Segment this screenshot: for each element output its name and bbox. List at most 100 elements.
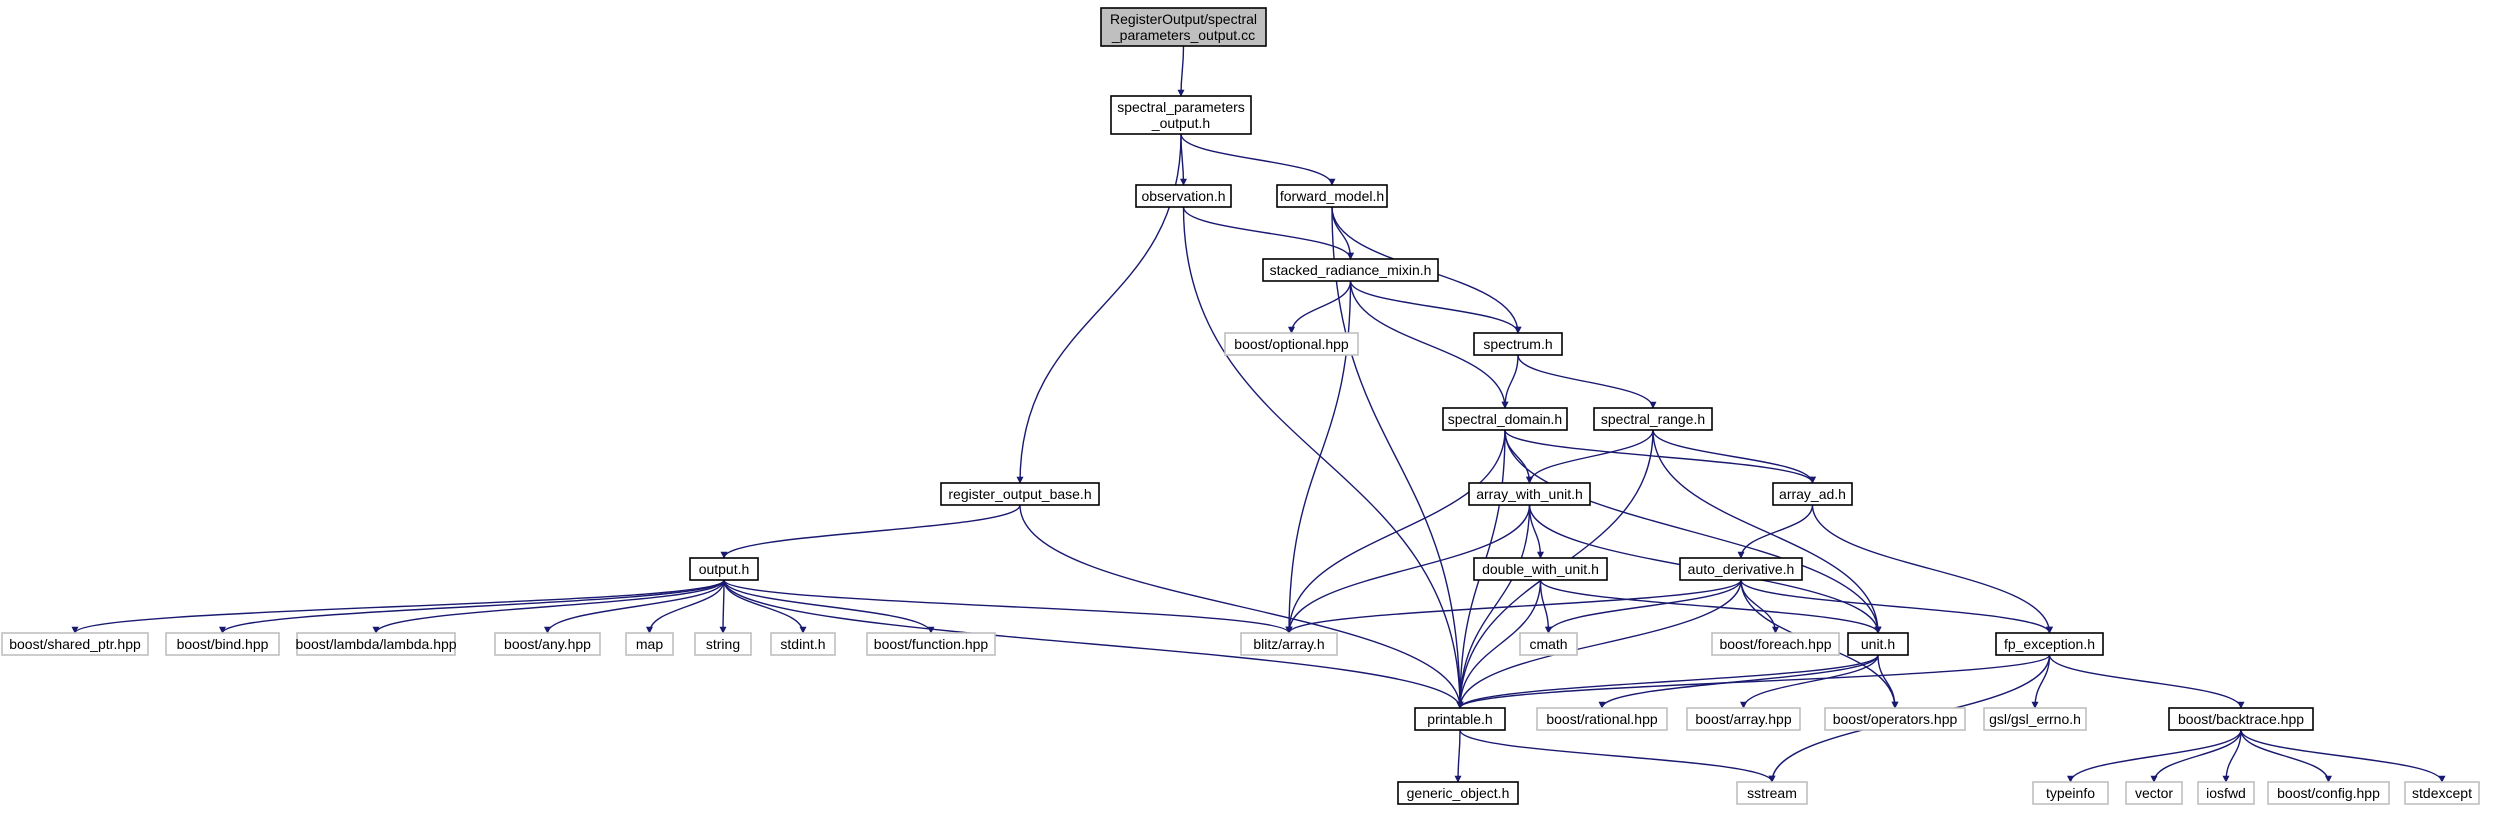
edge-boost_backtrace_hpp-to-stdexcept — [2240, 729, 2446, 783]
node-spectrum-h[interactable]: spectrum.h — [1473, 332, 1563, 356]
node-box — [1397, 781, 1519, 805]
edge-output_h-to-map — [646, 579, 725, 634]
edge — [1177, 45, 1185, 97]
node-spectral-domain-h[interactable]: spectral_domain.h — [1442, 407, 1568, 431]
edge — [1454, 729, 1462, 783]
edge-double_with_unit_h-to-printable_h — [1456, 579, 1542, 709]
node-double-with-unit-h[interactable]: double_with_unit.h — [1473, 557, 1608, 581]
edge-spectral_range_h-to-unit_h — [1652, 429, 1882, 634]
node-unit-h[interactable]: unit.h — [1847, 632, 1909, 656]
node-label: boost/function.hpp — [874, 636, 989, 652]
node-forward-model-h[interactable]: forward_model.h — [1276, 184, 1388, 208]
node-auto-derivative-h[interactable]: auto_derivative.h — [1679, 557, 1803, 581]
edge — [1545, 579, 1742, 634]
node-box — [2168, 707, 2314, 731]
node-stdint-h: stdint.h — [770, 632, 836, 656]
edge-unit_h-to-boost_array_hpp — [1740, 654, 1879, 709]
edge-output_h-to-stdint_h — [723, 579, 807, 634]
edge-fp_exception_h-to-printable_h — [1456, 654, 2051, 709]
edge — [1456, 579, 1542, 709]
edge — [1456, 579, 1742, 709]
edge-unit_h-to-boost_operators_hpp — [1877, 654, 1899, 709]
node-array-with-unit-h[interactable]: array_with_unit.h — [1468, 482, 1591, 506]
edge — [1526, 429, 1654, 484]
node-box — [1686, 707, 1801, 731]
node-register-output-base-h[interactable]: register_output_base.h — [940, 482, 1100, 506]
node-boost-operators-hpp: boost/operators.hpp — [1824, 707, 1966, 731]
node-label: boost/foreach.hpp — [1719, 636, 1831, 652]
edge — [1456, 654, 2051, 709]
edge — [1737, 504, 1814, 559]
node-boost-any-hpp: boost/any.hpp — [494, 632, 601, 656]
edge — [720, 504, 1021, 559]
node-box — [1414, 707, 1506, 731]
node-label: typeinfo — [2046, 785, 2095, 801]
node-box — [1679, 557, 1803, 581]
edge — [1652, 429, 1882, 634]
node-spectral-range-h[interactable]: spectral_range.h — [1593, 407, 1713, 431]
node-sstream: sstream — [1736, 781, 1808, 805]
edge — [1285, 504, 1531, 634]
node-observation-h[interactable]: observation.h — [1135, 184, 1232, 208]
node-box — [1468, 482, 1591, 506]
node-box — [296, 632, 456, 656]
edge — [1331, 206, 1464, 709]
node-label: unit.h — [1861, 636, 1895, 652]
node-boost-rational-hpp: boost/rational.hpp — [1536, 707, 1668, 731]
node-label: gsl/gsl_errno.h — [1989, 711, 2081, 727]
node-box — [1442, 407, 1568, 431]
node-box — [2125, 781, 2183, 805]
node-output-h[interactable]: output.h — [689, 557, 759, 581]
edge-observation_h-to-stacked_radiance_mixin_h — [1182, 206, 1354, 260]
edge-stacked_radiance_mixin_h-to-spectral_domain_h — [1349, 280, 1509, 409]
node-box — [940, 482, 1100, 506]
node-root[interactable]: RegisterOutput/spectral_parameters_outpu… — [1100, 7, 1267, 47]
node-boost-foreach-hpp: boost/foreach.hpp — [1711, 632, 1840, 656]
edge — [646, 579, 725, 634]
node-box — [1, 632, 149, 656]
node-boost-backtrace-hpp[interactable]: boost/backtrace.hpp — [2168, 707, 2314, 731]
edges-layer — [71, 45, 2446, 783]
node-fp-exception-h[interactable]: fp_exception.h — [1995, 632, 2104, 656]
edge-auto_derivative_h-to-cmath — [1545, 579, 1742, 634]
node-label: blitz/array.h — [1253, 636, 1324, 652]
node-string: string — [694, 632, 752, 656]
edge-spectral_domain_h-to-blitz_array_h — [1285, 429, 1506, 634]
node-printable-h[interactable]: printable.h — [1414, 707, 1506, 731]
edge-forward_model_h-to-printable_h — [1331, 206, 1464, 709]
edge — [1517, 354, 1657, 409]
edge — [1349, 280, 1522, 334]
edge — [723, 579, 935, 634]
node-label: spectral_parameters — [1117, 99, 1245, 115]
edge — [219, 579, 725, 634]
edge — [1877, 654, 1899, 709]
node-box — [1824, 707, 1966, 731]
node-array-ad-h[interactable]: array_ad.h — [1772, 482, 1853, 506]
edge-boost_backtrace_hpp-to-iosfwd — [2222, 729, 2242, 783]
node-spo-h[interactable]: spectral_parameters_output.h — [1110, 95, 1252, 135]
node-label: boost/array.hpp — [1695, 711, 1791, 727]
edge — [1501, 354, 1519, 409]
node-label: string — [706, 636, 740, 652]
edge — [1740, 579, 1779, 634]
edge-register_output_base_h-to-output_h — [720, 504, 1021, 559]
node-box — [2032, 781, 2109, 805]
node-label: boost/operators.hpp — [1833, 711, 1958, 727]
node-stdexcept: stdexcept — [2404, 781, 2480, 805]
node-label: forward_model.h — [1280, 188, 1384, 204]
node-label: output.h — [699, 561, 750, 577]
edge — [2240, 729, 2332, 783]
edge-output_h-to-boost_function_hpp — [723, 579, 935, 634]
edge-double_with_unit_h-to-unit_h — [1539, 579, 1882, 634]
edge-output_h-to-boost_any_hpp — [544, 579, 725, 634]
node-generic-object-h[interactable]: generic_object.h — [1397, 781, 1519, 805]
edge-spo_h-to-forward_model_h — [1180, 133, 1336, 186]
edge-output_h-to-printable_h — [723, 579, 1464, 709]
edge-array_ad_h-to-auto_derivative_h — [1737, 504, 1814, 559]
node-box — [770, 632, 836, 656]
edge-unit_h-to-printable_h — [1456, 654, 1879, 709]
node-box — [689, 557, 759, 581]
edge-stacked_radiance_mixin_h-to-spectrum_h — [1349, 280, 1522, 334]
node-stacked-radiance-mixin-h[interactable]: stacked_radiance_mixin.h — [1262, 258, 1439, 282]
node-label: boost/lambda/lambda.hpp — [295, 636, 456, 652]
